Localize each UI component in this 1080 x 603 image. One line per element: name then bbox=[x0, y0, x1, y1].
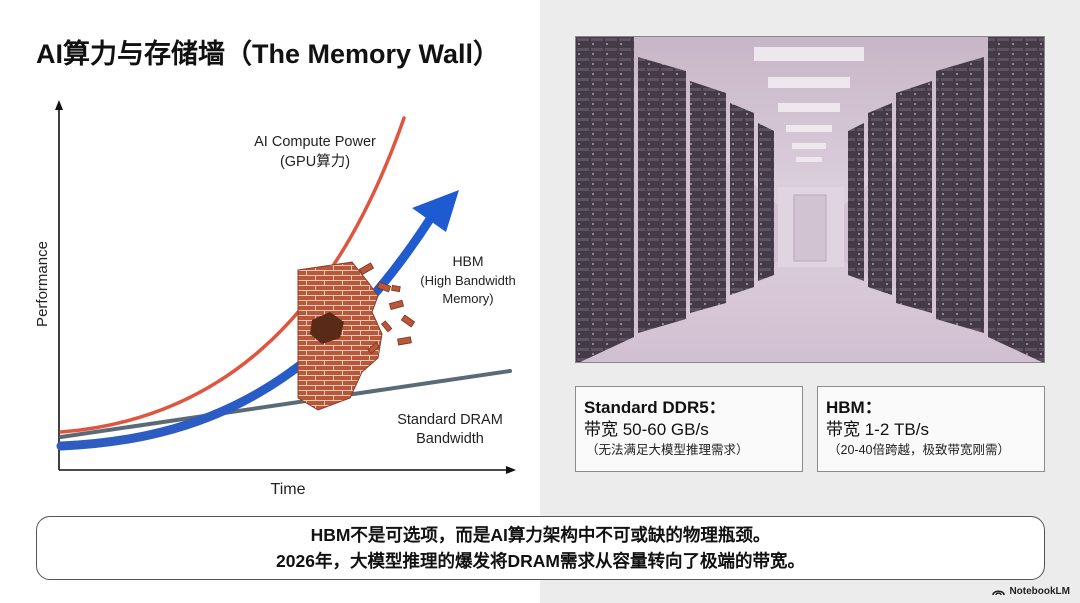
hbm-arrow-head bbox=[412, 190, 459, 232]
dram-bandwidth-line bbox=[59, 369, 512, 439]
ddr5-spec-card: Standard DDR5： 带宽 50-60 GB/s （无法满足大模型推理需… bbox=[575, 386, 803, 472]
dram-label-line2: Bandwidth bbox=[416, 431, 484, 447]
memory-wall-diagram: Performance Time AI Compute Power (GPU算力… bbox=[34, 100, 516, 498]
hbm-spec-card: HBM： 带宽 1-2 TB/s （20-40倍跨越，极致带宽刚需） bbox=[817, 386, 1045, 472]
y-axis-label: Performance bbox=[34, 241, 51, 327]
ddr5-heading: Standard DDR5： bbox=[584, 398, 726, 417]
flying-bricks bbox=[358, 262, 416, 355]
notebooklm-logo-icon bbox=[992, 590, 1006, 596]
gpu-label-line1: AI Compute Power bbox=[254, 134, 376, 150]
hbm-bandwidth: 带宽 1-2 TB/s bbox=[826, 420, 929, 439]
gpu-label-line2: (GPU算力) bbox=[280, 153, 350, 170]
brick-wall bbox=[297, 261, 383, 411]
hbm-label-line2: (High Bandwidth bbox=[420, 273, 515, 288]
hbm-note: （20-40倍跨越，极致带宽刚需） bbox=[828, 443, 1010, 457]
summary-line-2: 2026年，大模型推理的爆发将DRAM需求从容量转向了极端的带宽。 bbox=[276, 551, 805, 571]
dram-label-line1: Standard DRAM bbox=[397, 412, 503, 428]
datacenter-image bbox=[575, 36, 1045, 363]
hbm-label-line1: HBM bbox=[452, 253, 483, 269]
hbm-label-line3: Memory) bbox=[442, 291, 493, 306]
summary-banner: HBM不是可选项，而是AI算力架构中不可或缺的物理瓶颈。 2026年，大模型推理… bbox=[36, 516, 1045, 580]
summary-line-1: HBM不是可选项，而是AI算力架构中不可或缺的物理瓶颈。 bbox=[310, 525, 771, 545]
chart-axes bbox=[55, 100, 516, 474]
ddr5-note: （无法满足大模型推理需求） bbox=[586, 443, 749, 457]
page-title: AI算力与存储墙（The Memory Wall） bbox=[36, 39, 501, 69]
ddr5-bandwidth: 带宽 50-60 GB/s bbox=[584, 420, 709, 439]
hbm-heading: HBM： bbox=[826, 398, 882, 417]
brand-name: NotebookLM bbox=[1009, 586, 1070, 597]
brand-watermark: NotebookLM bbox=[992, 586, 1070, 597]
x-axis-label: Time bbox=[271, 481, 306, 498]
hbm-arrow-shaft bbox=[56, 211, 437, 451]
gpu-compute-curve bbox=[59, 116, 406, 434]
